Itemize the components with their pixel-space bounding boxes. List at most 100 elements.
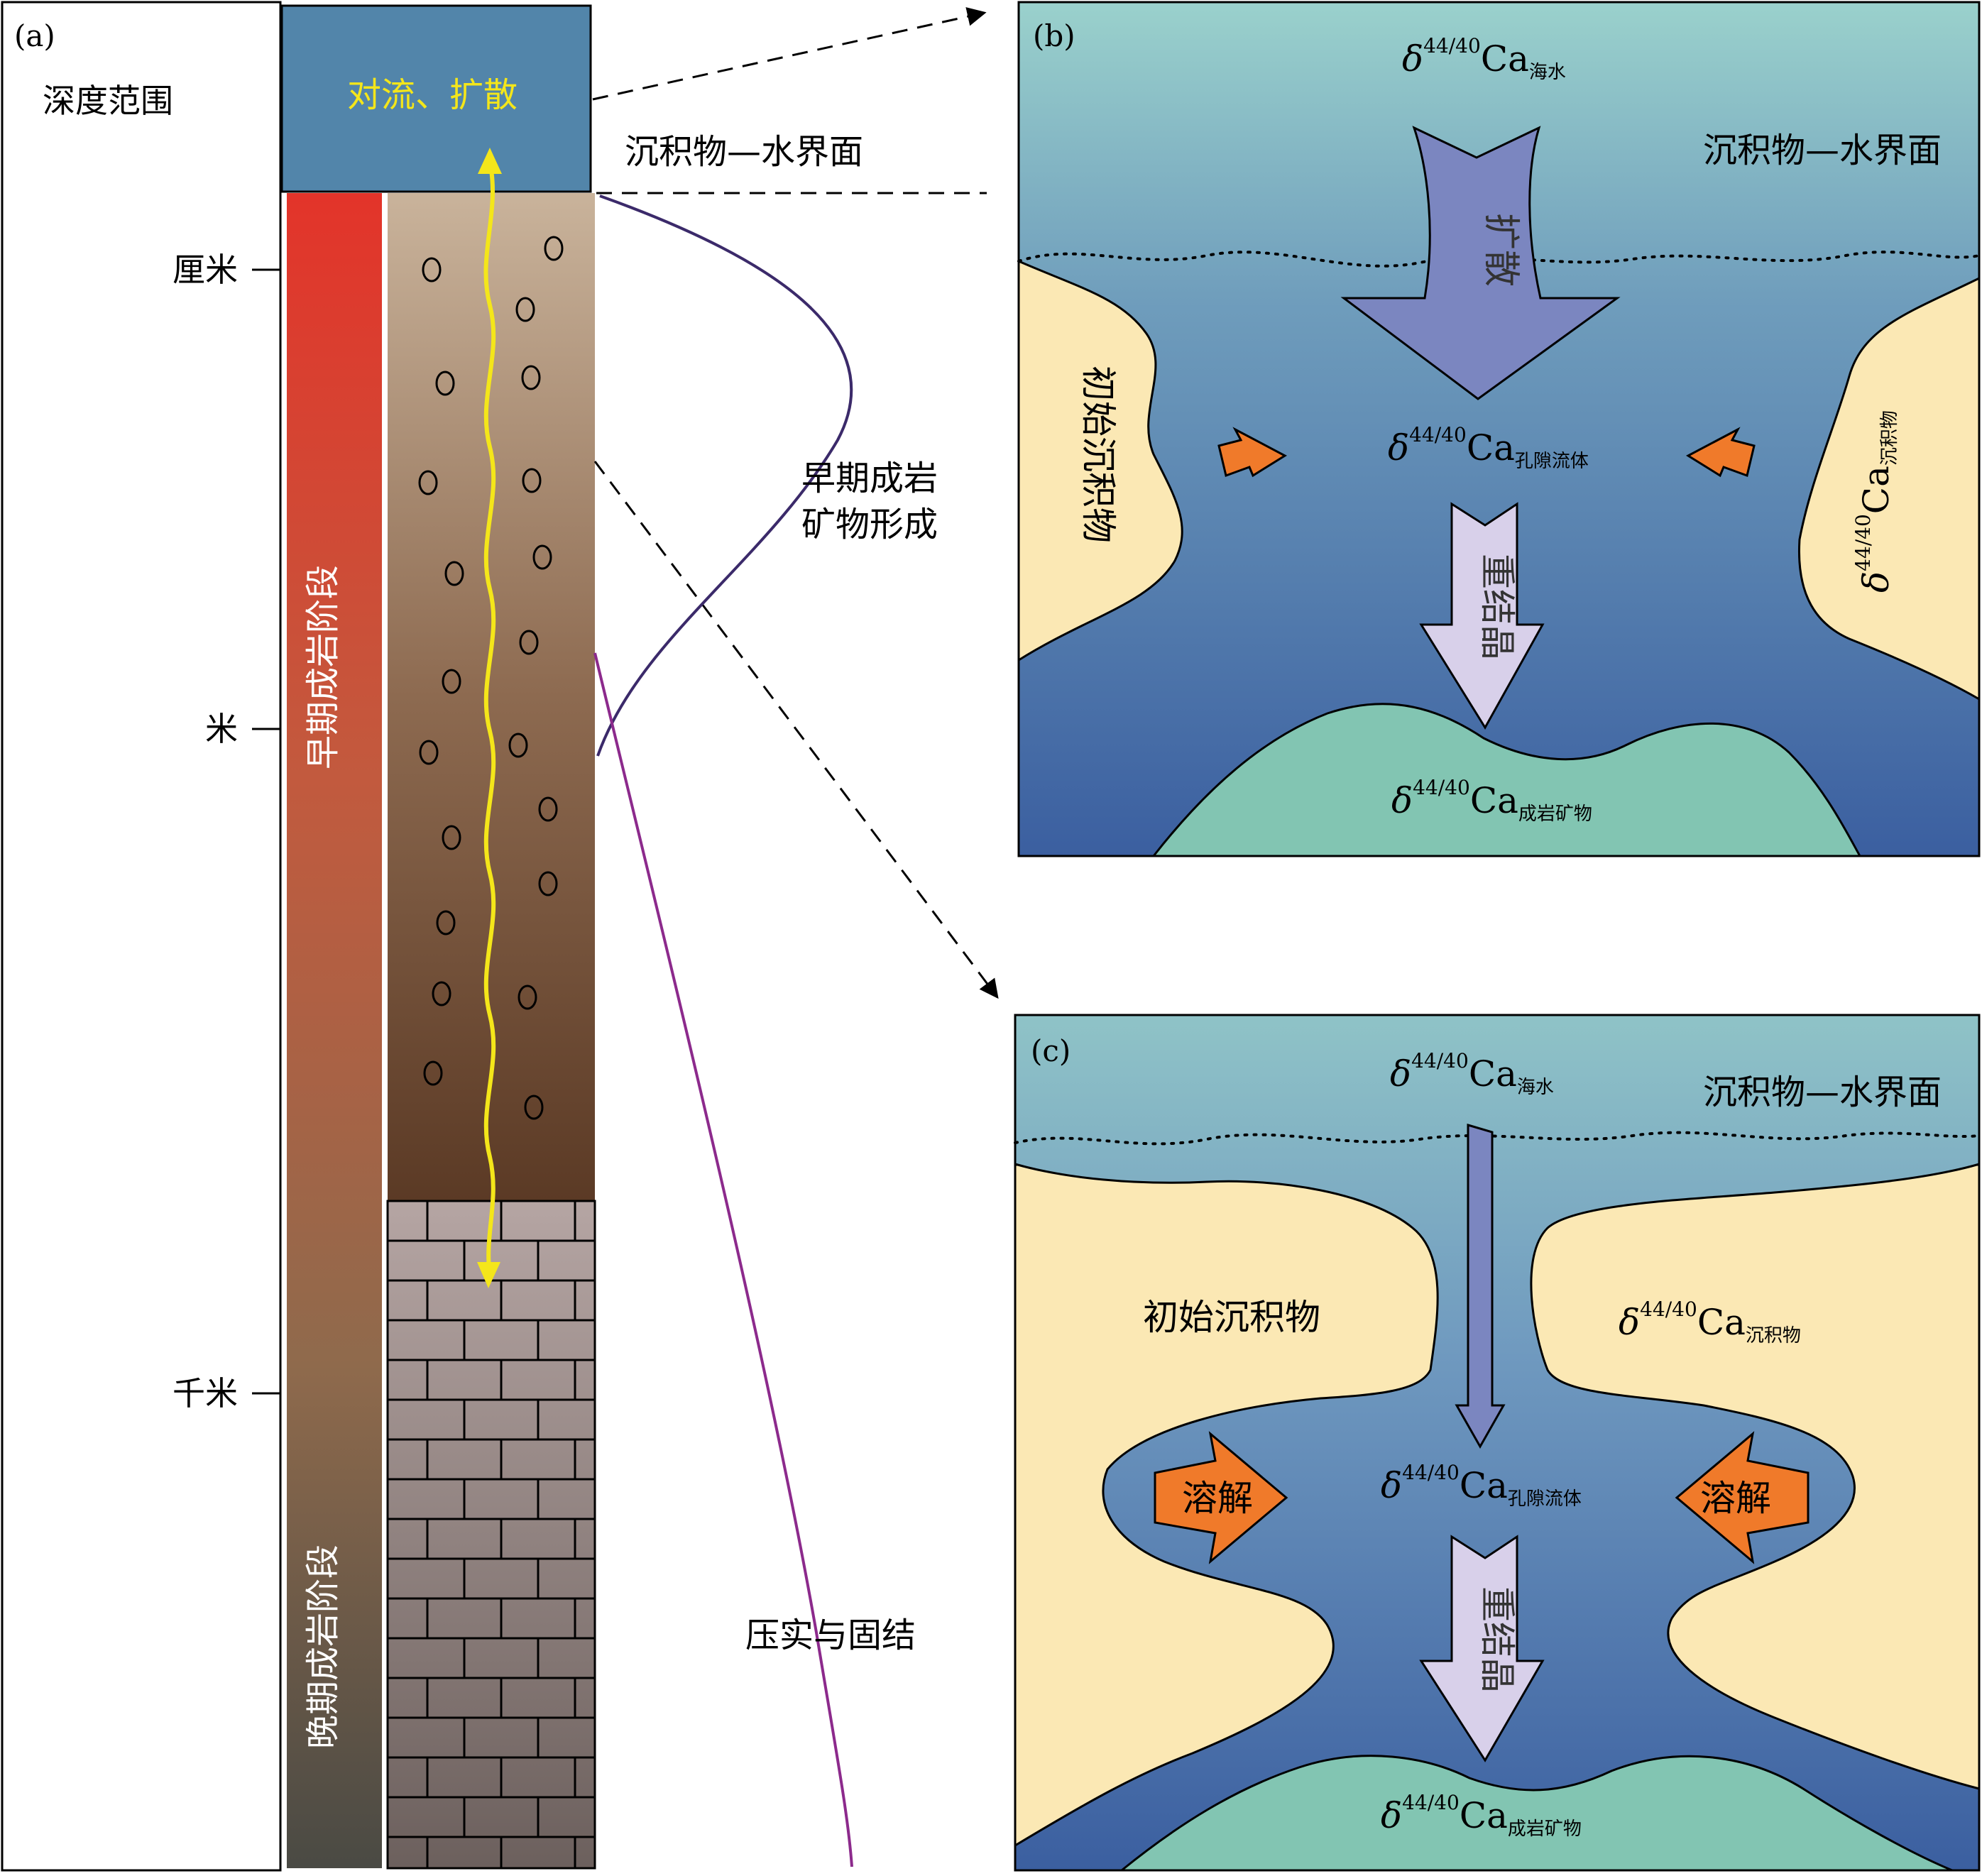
- sediment-grain: [422, 257, 442, 283]
- dissolve-label-left: 溶解: [1182, 1478, 1253, 1519]
- porefluid-sub: 孔隙流体: [1508, 1488, 1582, 1510]
- dissolve-label-right: 溶解: [1700, 1478, 1771, 1519]
- tick-centimeter: 厘米: [173, 251, 238, 289]
- porefluid-ca-b: δ44/40Ca孔隙流体: [1388, 423, 1589, 472]
- panel-b-sediment-left: [1017, 259, 1183, 662]
- delta-symbol: δ: [1402, 38, 1423, 79]
- connector-to-c: [593, 461, 999, 999]
- sediment-grain: [538, 796, 558, 822]
- panel-b-diagenetic-mineral: [1151, 703, 1862, 857]
- sediment-grain: [519, 630, 539, 655]
- element-ca: Ca: [1856, 466, 1897, 514]
- element-ca: Ca: [1469, 1053, 1517, 1095]
- sediment-grain: [521, 365, 541, 390]
- delta-symbol: δ: [1381, 1465, 1402, 1506]
- sediment-grain: [524, 1095, 544, 1120]
- seawater-ca-b: δ44/40Ca海水: [1402, 34, 1566, 83]
- isotope-sup: 44/40: [1409, 423, 1467, 446]
- delta-symbol: δ: [1391, 780, 1413, 821]
- sediment-grain: [442, 669, 461, 694]
- yellow-arrow-head-down: [477, 1262, 500, 1288]
- sediment-grain: [419, 740, 439, 765]
- sediment-grains: [418, 236, 564, 1120]
- panel-b: (b) 扩散 重结晶 初始沉积物 沉积物—水界面 δ44/40Ca海水 δ44/…: [1017, 1, 1981, 857]
- sediment-grain: [444, 561, 464, 586]
- sediment-grain: [432, 981, 451, 1006]
- tick-meter: 米: [205, 710, 238, 748]
- element-ca: Ca: [1467, 427, 1515, 468]
- recrystallization-label-c: 重结晶: [1477, 1586, 1518, 1693]
- isotope-sup: 44/40: [1411, 1049, 1469, 1073]
- diffusion-arrow-c: [1455, 1123, 1506, 1449]
- interface-label-a: 沉积物—水界面: [625, 132, 863, 172]
- sediment-sub: 沉积物: [1879, 410, 1900, 466]
- dissolve-arrow-left: [1154, 1431, 1288, 1564]
- diffusion-arrow-b: [1340, 126, 1621, 400]
- early-diagenesis-label: 早期成岩阶段: [303, 565, 343, 769]
- diffusion-label-b: 扩散: [1479, 213, 1522, 287]
- sediment-grain: [423, 1060, 443, 1086]
- small-dissolve-arrow-right: [1685, 427, 1756, 478]
- yellow-diffusion-arrow: [483, 161, 496, 1275]
- dissolve-arrow-right: [1675, 1431, 1809, 1564]
- early-mineral-label-1: 早期成岩: [801, 459, 938, 498]
- panel-b-label: (b): [1033, 18, 1075, 53]
- seawater-sub: 海水: [1529, 62, 1566, 83]
- element-ca: Ca: [1697, 1302, 1746, 1343]
- sediment-ca-c: δ44/40Ca沉积物: [1619, 1298, 1801, 1346]
- small-dissolve-arrow-left: [1217, 427, 1288, 478]
- interface-label-c: 沉积物—水界面: [1703, 1073, 1942, 1112]
- depth-range-title: 深度范围: [43, 82, 173, 120]
- delta-symbol: δ: [1856, 571, 1897, 593]
- sediment-grain: [538, 871, 558, 896]
- panel-b-frame: [1017, 1, 1981, 857]
- sediment-grain: [435, 371, 455, 396]
- delta-symbol: δ: [1390, 1053, 1411, 1095]
- diagenetic-ca-c: δ44/40Ca成岩矿物: [1381, 1791, 1582, 1840]
- recrystallization-arrow-c: [1419, 1535, 1545, 1762]
- element-ca: Ca: [1481, 38, 1529, 79]
- panel-a: (a) 深度范围 对流、扩散 早期成岩阶段 晚期成岩阶段 厘米 米 千米 沉积物…: [1, 1, 999, 1872]
- panel-c-frame: [1014, 1014, 1981, 1872]
- sediment-grain: [522, 468, 542, 493]
- sediment-grain: [442, 825, 461, 850]
- porefluid-ca-c: δ44/40Ca孔隙流体: [1381, 1461, 1582, 1510]
- isotope-sup: 44/40: [1851, 514, 1875, 571]
- diagenesis-stage-bar: [287, 193, 382, 1868]
- diagenetic-sub: 成岩矿物: [1518, 803, 1592, 825]
- delta-symbol: δ: [1619, 1302, 1640, 1343]
- tick-kilometer: 千米: [173, 1374, 238, 1413]
- panel-c: (c) 重结晶 溶解 溶解 沉积物—水界面 初始沉积物 δ44/40Ca海水 δ…: [1014, 1014, 1981, 1872]
- panel-b-water: [1019, 2, 1979, 856]
- initial-sediment-label-b: 初始沉积物: [1078, 366, 1119, 543]
- compaction-curve: [593, 652, 853, 1867]
- isotope-sup: 44/40: [1640, 1298, 1697, 1321]
- connector-to-b: [592, 7, 987, 101]
- panel-a-label: (a): [14, 18, 55, 53]
- element-ca: Ca: [1460, 1795, 1508, 1836]
- isotope-sup: 44/40: [1423, 34, 1481, 57]
- panel-c-dotted-interface: [1014, 1131, 1981, 1146]
- sediment-grain: [544, 236, 564, 261]
- early-mineral-curve: [596, 194, 853, 757]
- panel-c-sediment-left: [1014, 1163, 1439, 1848]
- diagenetic-ca-b: δ44/40Ca成岩矿物: [1391, 776, 1592, 825]
- isotope-sup: 44/40: [1402, 1461, 1460, 1484]
- depth-ticks: [252, 268, 280, 1395]
- porefluid-sub: 孔隙流体: [1515, 451, 1589, 472]
- sediment-ca-b: δ44/40Ca沉积物: [1851, 410, 1900, 593]
- sediment-grain: [515, 297, 535, 322]
- element-ca: Ca: [1460, 1465, 1508, 1506]
- limestone-column: [388, 1201, 595, 1868]
- panel-c-diagenetic-mineral: [1118, 1755, 1953, 1872]
- seawater-sub: 海水: [1517, 1077, 1554, 1098]
- initial-sediment-label-c: 初始沉积物: [1143, 1297, 1320, 1338]
- compaction-label: 压实与固结: [745, 1616, 916, 1655]
- sediment-sub: 沉积物: [1746, 1325, 1801, 1346]
- sediment-grain: [508, 733, 528, 758]
- delta-symbol: δ: [1388, 427, 1409, 468]
- diagenetic-sub: 成岩矿物: [1508, 1819, 1582, 1840]
- recrystallization-arrow-b: [1419, 502, 1545, 730]
